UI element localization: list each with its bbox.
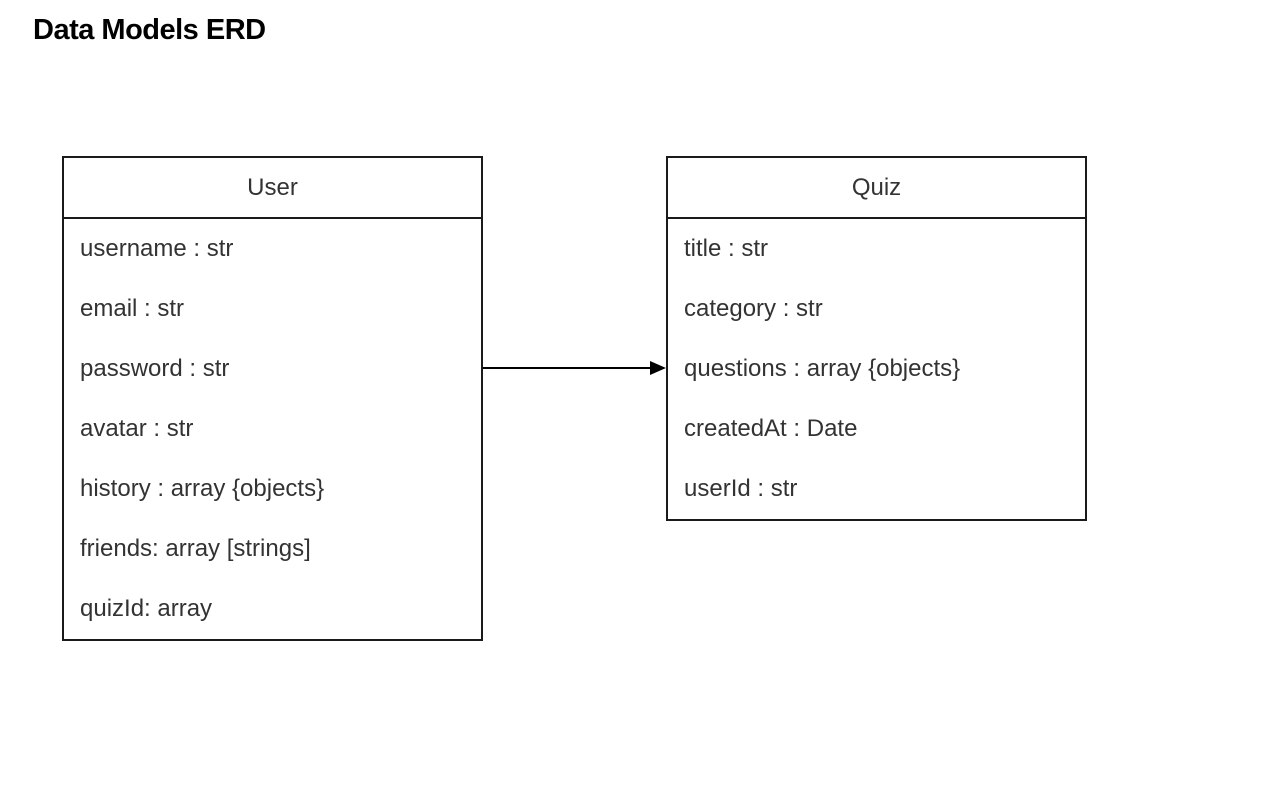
field-userid: userId : str bbox=[684, 475, 798, 502]
entity-quiz-title: Quiz bbox=[668, 158, 1085, 219]
field-quizid: quizId: array bbox=[80, 595, 213, 622]
field-questions: questions : array {objects} bbox=[684, 355, 961, 382]
entity-quiz: Quiz title : str category : str question… bbox=[666, 156, 1087, 521]
field-friends: friends: array [strings] bbox=[80, 535, 311, 562]
entity-user-title: User bbox=[64, 158, 481, 219]
field-category: category : str bbox=[684, 295, 823, 322]
field-history: history : array {objects} bbox=[80, 475, 325, 502]
field-title: title : str bbox=[684, 235, 769, 262]
diagram-title: Data Models ERD bbox=[33, 14, 266, 46]
entity-user: User username : str email : str password… bbox=[62, 156, 483, 641]
field-username: username : str bbox=[80, 235, 234, 262]
relationship-arrow-user-quiz bbox=[483, 361, 666, 375]
field-avatar: avatar : str bbox=[80, 415, 194, 442]
field-createdat: createdAt : Date bbox=[684, 415, 858, 442]
field-email: email : str bbox=[80, 295, 185, 322]
field-password: password : str bbox=[80, 355, 230, 382]
